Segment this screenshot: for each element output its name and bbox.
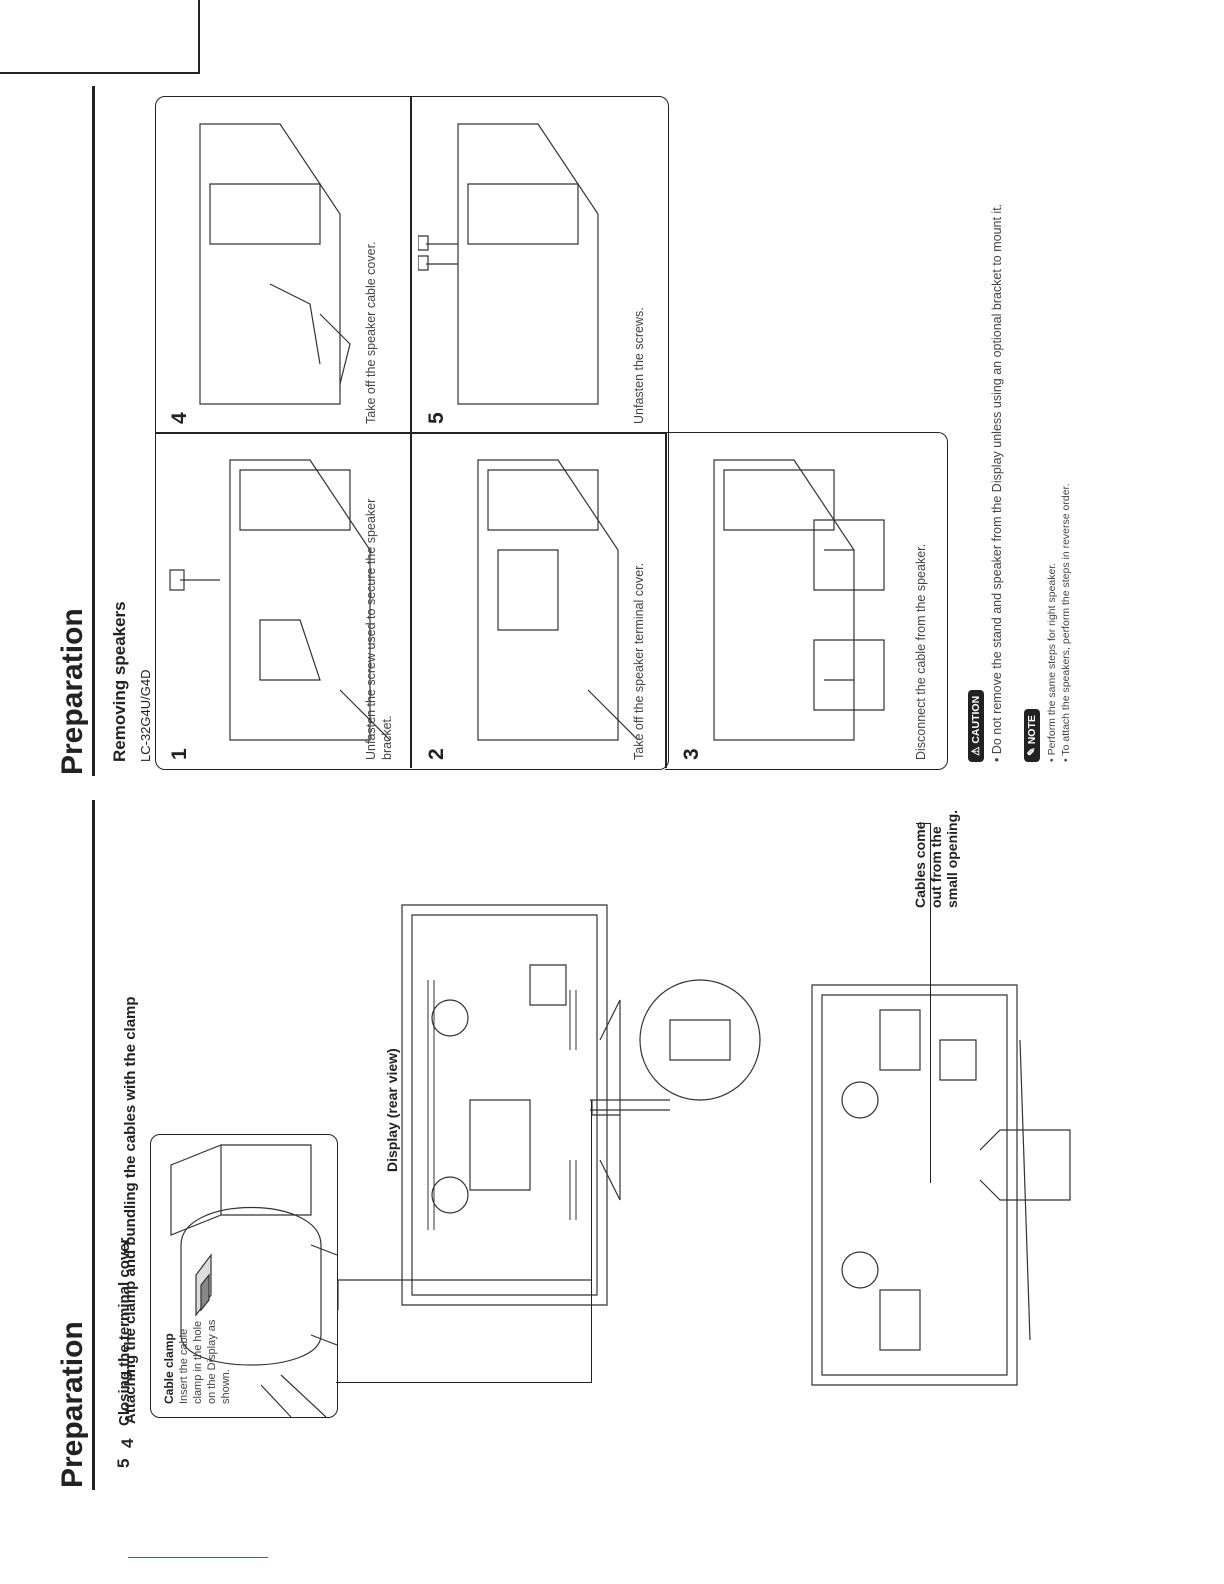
step-2-number: 2 [425, 748, 448, 760]
step-1-line-2: bracket. [380, 715, 394, 760]
step4-illustration [160, 104, 405, 419]
model-number: LC-32G4U/G4D [138, 669, 153, 762]
note-icon: ✎ NOTE [1024, 709, 1040, 762]
step3-illustration [674, 440, 919, 755]
note-item-2: • To attach the speakers, perform the st… [1060, 483, 1072, 762]
clamp-line-4: shown. [220, 1369, 232, 1404]
step-1-line-1: Unfasten the screw used to secure the sp… [364, 498, 378, 760]
step5-number: 5 [114, 1458, 133, 1468]
right-page-header: Preparation [56, 608, 89, 775]
caution-badge: ⚠ CAUTION [966, 689, 984, 762]
section-title: Removing speakers [110, 601, 129, 762]
clamp-line-3: on the Display as [206, 1319, 218, 1404]
step-4-number: 4 [168, 412, 191, 424]
panel-divider-h [155, 432, 667, 434]
step-1-number: 1 [168, 748, 191, 760]
note-item-1: • Perform the same steps for right speak… [1046, 562, 1058, 762]
step5-title: Closing the terminal cover [116, 1237, 133, 1426]
step-5-number: 5 [425, 412, 448, 424]
step-4-line-1: Take off the speaker cable cover. [364, 241, 378, 424]
step-3-number: 3 [680, 748, 703, 760]
step-5-line-1: Unfasten the screws. [632, 307, 646, 424]
clamp-leader-line [336, 1382, 592, 1383]
cable-clamp-box [150, 1134, 338, 1418]
left-header-rule [92, 800, 95, 1490]
cables-leader-line [930, 823, 931, 1183]
step-3-line-1: Disconnect the cable from the speaker. [914, 543, 928, 760]
left-page-header: Preparation [56, 1321, 89, 1488]
caution-icon: ⚠ CAUTION [968, 689, 984, 762]
note-label: NOTE [1026, 715, 1038, 745]
closed-cover-illustration [800, 980, 1100, 1390]
clamp-leader-line-vertical [591, 1100, 592, 1383]
footer-rule [128, 1557, 268, 1558]
step2-illustration [418, 440, 663, 755]
step1-illustration [160, 440, 405, 755]
cables-leader-tick [916, 823, 930, 824]
cable-clamp-illustration [151, 1135, 337, 1417]
clamp-line-1: Insert the cable [178, 1328, 190, 1404]
caution-text: • Do not remove the stand and speaker fr… [990, 203, 1004, 762]
steps-panel-extension [665, 432, 948, 770]
note-badge: ✎ NOTE [1022, 709, 1040, 762]
step5-illustration [418, 104, 663, 419]
caution-label: CAUTION [970, 695, 982, 744]
step4-number: 4 [118, 1438, 137, 1448]
panel-divider-2 [665, 432, 667, 768]
display-rear-view-illustration [330, 900, 770, 1310]
step-2-line-1: Take off the speaker terminal cover. [632, 562, 646, 760]
right-header-rule [92, 86, 95, 776]
corner-frame [0, 0, 200, 74]
cables-callout: Cables come out from the small opening. [912, 809, 960, 908]
clamp-line-2: clamp in the hole [192, 1320, 204, 1404]
clamp-box-title: Cable clamp [162, 1333, 176, 1404]
